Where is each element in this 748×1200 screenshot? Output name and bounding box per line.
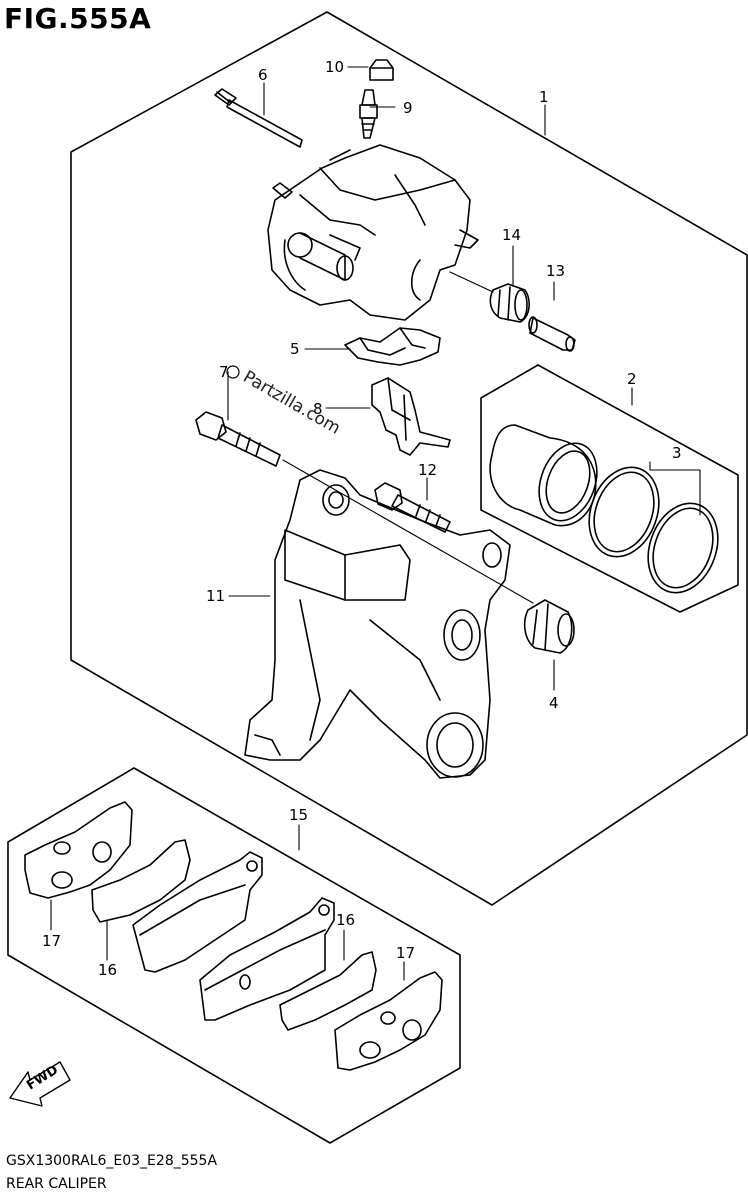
callout-5: 5 [290, 340, 300, 358]
piston-part [489, 424, 598, 527]
forward-arrow-icon: FWD [9, 1061, 71, 1107]
bleeder-valve-part [359, 89, 378, 139]
callout-16-left: 16 [98, 961, 117, 979]
pad-retainer-part [371, 377, 451, 456]
callout-9: 9 [403, 99, 413, 117]
boot-part [489, 283, 530, 323]
watermark: Partzilla.com [226, 365, 344, 439]
piston-group-boundary [480, 364, 739, 613]
pad-pin-part [214, 88, 303, 148]
brake-pad-left-part [132, 851, 263, 973]
slide-pin-part [528, 316, 576, 352]
pad-shim-inner-left-part [91, 839, 191, 923]
callout-6: 6 [258, 66, 268, 84]
callout-12: 12 [418, 461, 437, 479]
figure-title: FIG.555A [4, 2, 152, 35]
pad-shim-inner-right-part [279, 951, 377, 1031]
figure-code: GSX1300RAL6_E03_E28_555A [6, 1153, 218, 1169]
callout-2: 2 [627, 370, 637, 388]
pad-shim-left-part [24, 801, 133, 899]
callout-7: 7 [219, 363, 229, 381]
callout-17-right: 17 [396, 944, 415, 962]
piston-seals-part [588, 466, 719, 594]
callout-10: 10 [325, 58, 344, 76]
caliper-body-part [267, 144, 479, 321]
callout-3: 3 [672, 444, 682, 462]
callout-14: 14 [502, 226, 521, 244]
mounting-bolt-part [195, 411, 281, 467]
pad-spring-part [344, 327, 441, 366]
callout-8: 8 [313, 400, 323, 418]
caliper-assembly-boundary [70, 11, 748, 906]
callout-11: 11 [206, 587, 225, 605]
callout-labels: 1 2 3 4 5 6 7 8 9 10 11 12 13 14 15 16 1… [42, 58, 682, 979]
bracket-boot-part [523, 599, 575, 654]
watermark-text: Partzilla.com [240, 367, 344, 439]
callout-13: 13 [546, 262, 565, 280]
callout-4: 4 [549, 694, 559, 712]
leader-lines [50, 66, 701, 981]
brake-pad-right-part [199, 897, 335, 1021]
callout-17-left: 17 [42, 932, 61, 950]
slide-bolt-part [374, 482, 451, 533]
callout-16-right: 16 [336, 911, 355, 929]
pad-shim-right-part [334, 971, 443, 1071]
caliper-bracket-part [244, 469, 511, 779]
figure-name: REAR CALIPER [6, 1176, 107, 1192]
pad-set-boundary [7, 767, 461, 1144]
callout-1: 1 [539, 88, 549, 106]
callout-15: 15 [289, 806, 308, 824]
bleeder-cap-part [369, 59, 394, 81]
